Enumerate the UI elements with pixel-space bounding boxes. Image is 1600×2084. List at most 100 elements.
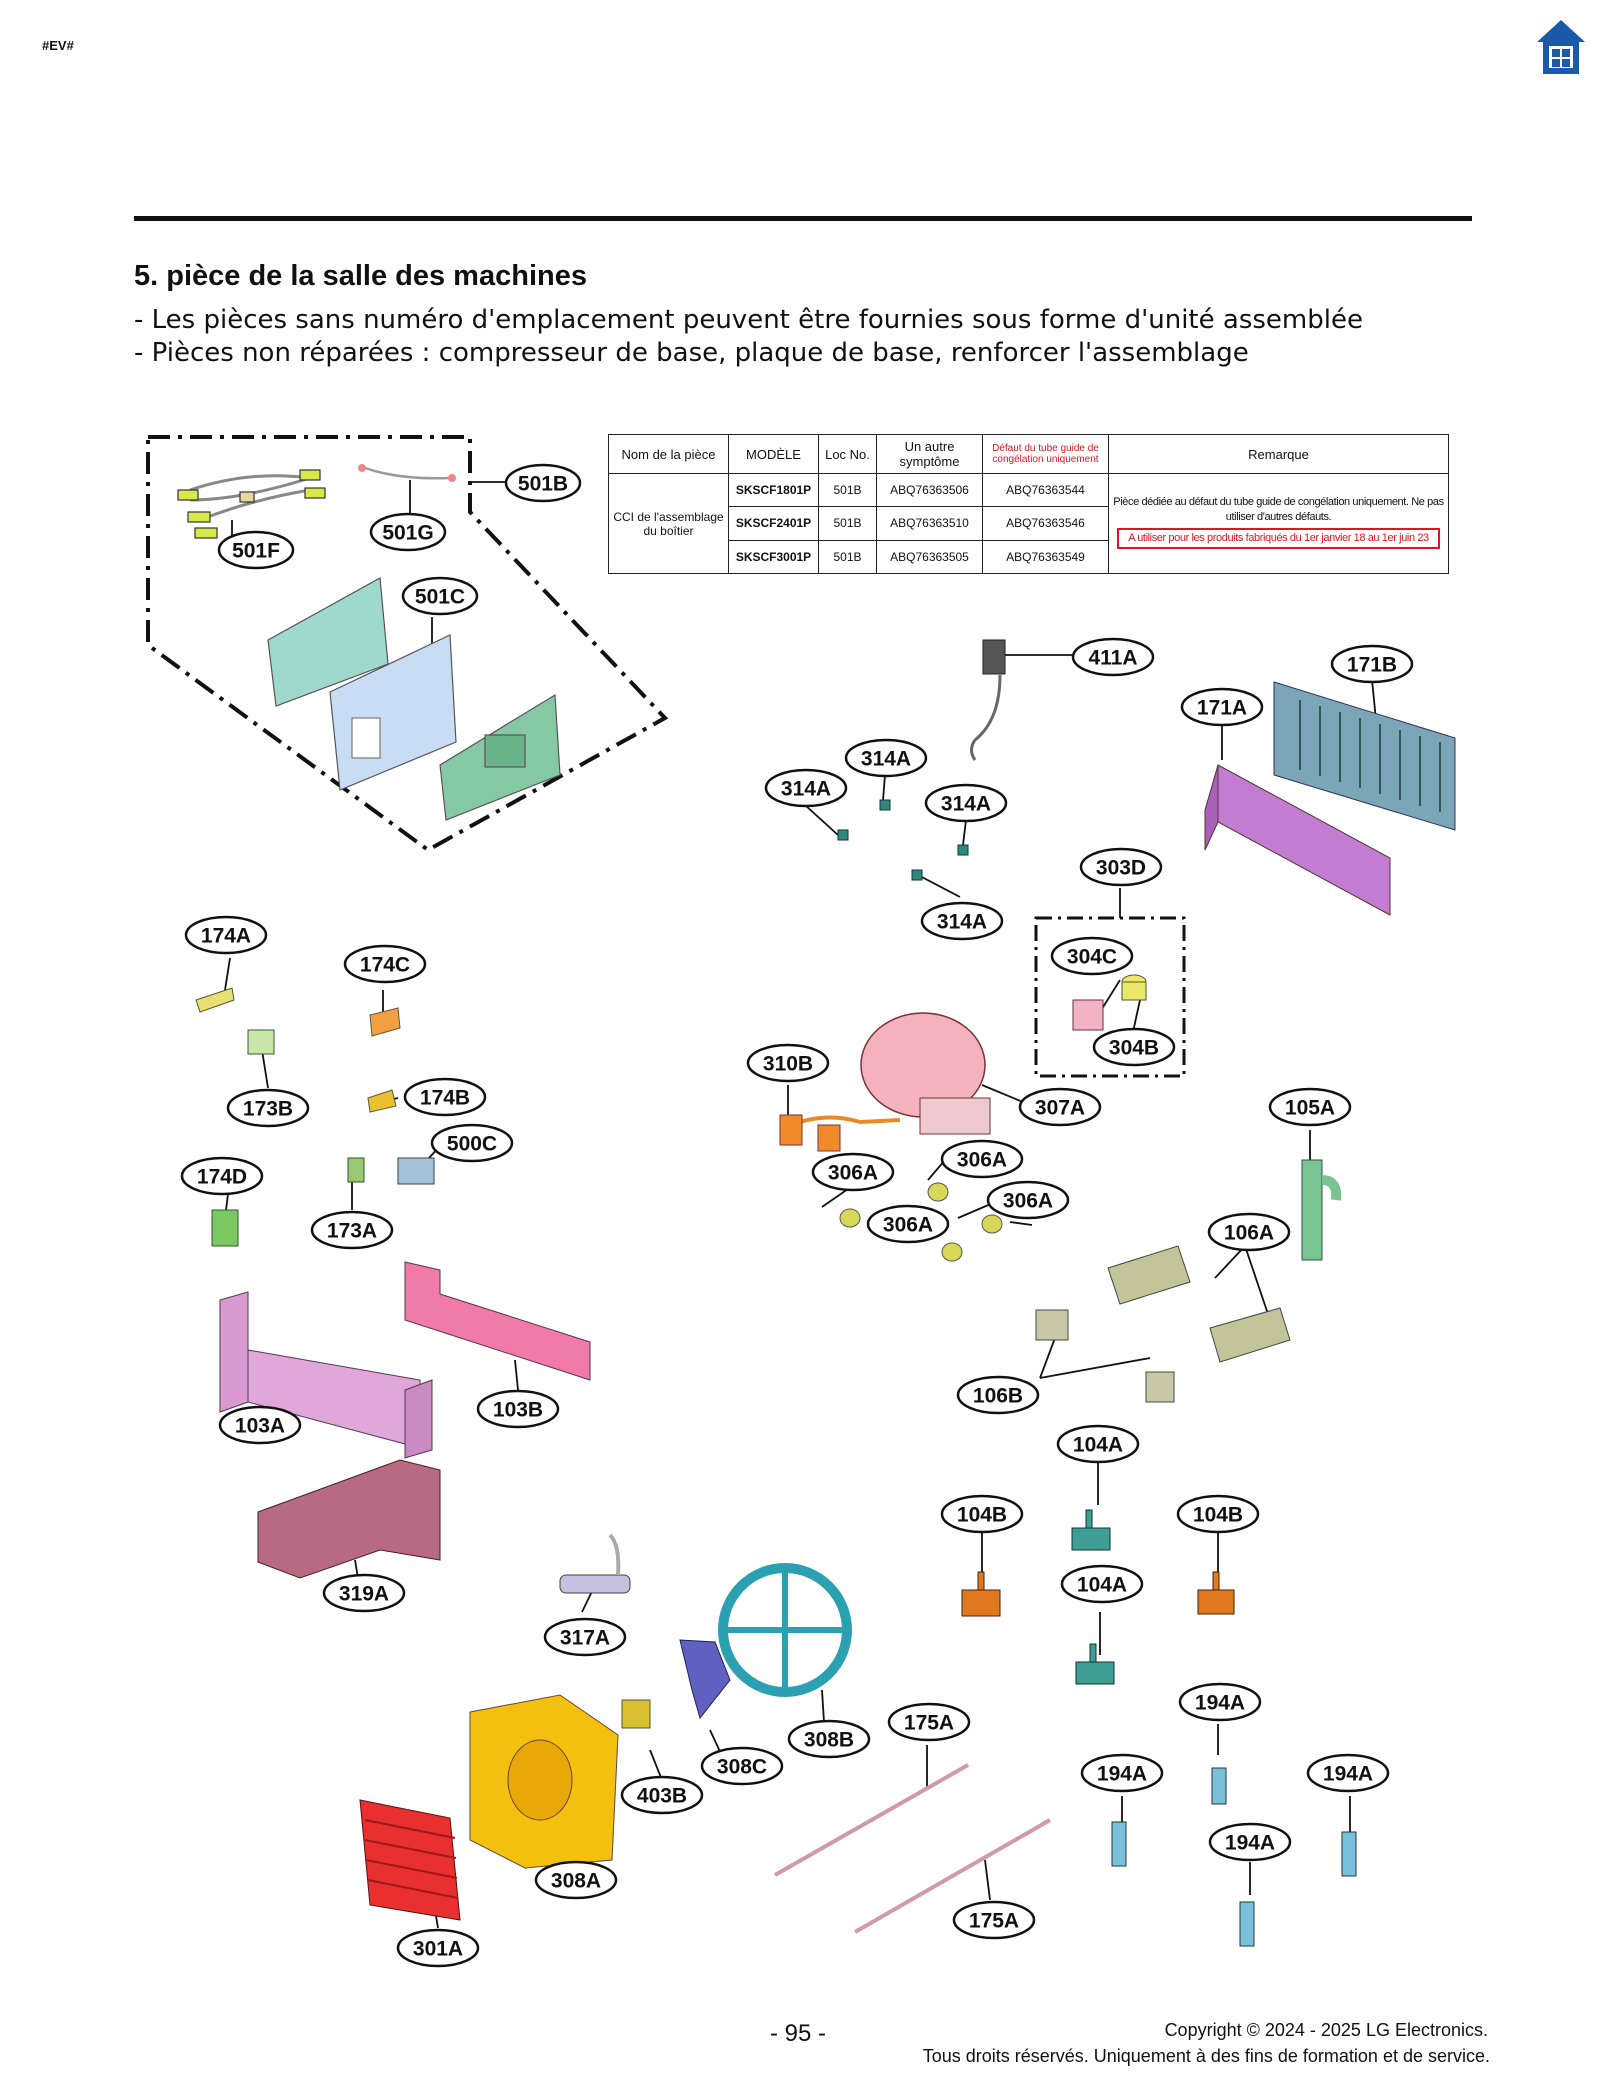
part-174C-bracket xyxy=(369,1007,401,1037)
label-105A: 105A xyxy=(1285,1097,1335,1120)
label-310B: 310B xyxy=(763,1053,813,1076)
cell-other: ABQ76363510 xyxy=(876,506,983,541)
label-175A-1: 175A xyxy=(904,1712,954,1735)
cell-part-name: CCI de l'assemblage du boîtier xyxy=(608,473,729,574)
label-104A-2: 104A xyxy=(1077,1574,1127,1597)
label-501B: 501B xyxy=(518,473,568,496)
header-rule xyxy=(134,216,1472,221)
cell-other: ABQ76363506 xyxy=(876,472,983,508)
label-103A: 103A xyxy=(235,1415,285,1438)
label-411A: 411A xyxy=(1088,647,1137,670)
part-301A-condenser xyxy=(359,1799,461,1921)
remark-warning: A utiliser pour les produits fabriqués d… xyxy=(1117,528,1440,549)
label-106A: 106A xyxy=(1224,1222,1274,1245)
document-tag: #EV# xyxy=(42,38,74,53)
part-500C-part xyxy=(397,1157,435,1185)
part-171A-cover xyxy=(1204,764,1391,916)
part-174B-bracket xyxy=(367,1089,397,1113)
part-501F-harness xyxy=(177,469,326,539)
label-308C: 308C xyxy=(717,1756,767,1779)
part-174A-bracket xyxy=(195,987,235,1013)
cell-other: ABQ76363505 xyxy=(876,539,983,575)
part-304C-relay xyxy=(1072,999,1104,1031)
col-other-symptom: Un autre symptôme xyxy=(876,434,983,474)
page-number: - 95 - xyxy=(770,2020,827,2047)
cell-defect: ABQ76363544 xyxy=(982,472,1109,508)
table-row: SKSCF3001P 501B ABQ76363505 ABQ76363549 xyxy=(609,539,1449,575)
copyright: Copyright © 2024 - 2025 LG Electronics. xyxy=(1164,2020,1488,2040)
part-173A-bracket xyxy=(347,1157,365,1183)
label-194A-1: 194A xyxy=(1195,1692,1245,1715)
label-403B: 403B xyxy=(637,1785,687,1808)
part-104A-mounts xyxy=(1071,1509,1115,1685)
part-308B-shroud xyxy=(718,1563,852,1697)
label-308B: 308B xyxy=(804,1729,854,1752)
table-row: SKSCF2401P 501B ABQ76363510 ABQ76363546 xyxy=(609,506,1449,541)
label-314A-1: 314A xyxy=(781,778,831,801)
label-171A: 171A xyxy=(1197,697,1247,720)
part-105A-drain xyxy=(1301,1159,1342,1261)
part-306A-grommets xyxy=(839,1182,1003,1262)
col-model: MODÈLE xyxy=(728,434,819,474)
part-106B-holders xyxy=(1035,1309,1175,1403)
cell-model: SKSCF3001P xyxy=(728,539,819,575)
label-501C: 501C xyxy=(415,586,465,609)
label-501G: 501G xyxy=(382,522,433,545)
part-103B-panel xyxy=(404,1261,591,1381)
cell-defect: ABQ76363549 xyxy=(982,539,1109,575)
label-304B: 304B xyxy=(1109,1037,1159,1060)
part-411A-power-cord xyxy=(970,639,1006,761)
part-307A-compressor xyxy=(779,1012,991,1152)
label-194A-3: 194A xyxy=(1323,1763,1373,1786)
pcb-group-outline xyxy=(146,435,669,853)
label-103B: 103B xyxy=(493,1399,543,1422)
col-tube-defect: Défaut du tube guide de congélation uniq… xyxy=(982,434,1109,474)
label-501F: 501F xyxy=(232,540,280,563)
label-174B: 174B xyxy=(420,1087,470,1110)
part-104B-mounts xyxy=(961,1571,1235,1617)
home-icon[interactable] xyxy=(1535,18,1587,78)
label-175A-2: 175A xyxy=(969,1910,1019,1933)
part-173B-bracket xyxy=(247,1029,275,1055)
label-500C: 500C xyxy=(447,1133,497,1156)
label-171B: 171B xyxy=(1347,654,1397,677)
label-303D: 303D xyxy=(1096,857,1146,880)
label-174D: 174D xyxy=(197,1166,247,1189)
section-title: 5. pièce de la salle des machines xyxy=(134,260,587,292)
leader-lines xyxy=(224,480,1381,1929)
label-314A-4: 314A xyxy=(937,911,987,934)
part-171B-grille xyxy=(1273,681,1456,831)
part-103A-frame xyxy=(219,1291,433,1459)
label-174A: 174A xyxy=(201,925,251,948)
cell-model: SKSCF2401P xyxy=(728,506,819,541)
part-304B-protector xyxy=(1121,974,1147,1001)
cell-defect: ABQ76363546 xyxy=(982,506,1109,541)
relay-group-outline xyxy=(1034,916,1186,1078)
part-174D-bracket xyxy=(211,1209,239,1247)
label-173A: 173A xyxy=(327,1220,377,1243)
label-314A-2: 314A xyxy=(861,748,911,771)
table-header-row: Nom de la pièce MODÈLE Loc No. Un autre … xyxy=(608,434,1449,474)
label-104B-2: 104B xyxy=(1193,1504,1243,1527)
label-173B: 173B xyxy=(243,1098,293,1121)
label-174C: 174C xyxy=(360,954,410,977)
cell-loc: 501B xyxy=(818,472,877,508)
part-403B-motor xyxy=(621,1699,651,1729)
label-304C: 304C xyxy=(1067,946,1117,969)
note-assembled-unit: - Les pièces sans numéro d'emplacement p… xyxy=(134,305,1363,335)
col-part-name: Nom de la pièce xyxy=(608,434,729,474)
part-308C-fan xyxy=(679,1639,731,1720)
label-306A-2: 306A xyxy=(957,1149,1007,1172)
part-501C-pcb xyxy=(267,577,561,821)
label-317A: 317A xyxy=(560,1627,610,1650)
part-501G-wire xyxy=(358,464,456,482)
part-314A-clips xyxy=(837,799,969,881)
rights-notice: Tous droits réservés. Uniquement à des f… xyxy=(922,2046,1490,2066)
part-319A-base xyxy=(257,1459,441,1579)
label-194A-4: 194A xyxy=(1225,1832,1275,1855)
label-306A-4: 306A xyxy=(883,1214,933,1237)
note-non-repaired: - Pièces non réparées : compresseur de b… xyxy=(134,338,1249,368)
label-104A-1: 104A xyxy=(1073,1434,1123,1457)
label-106B: 106B xyxy=(973,1385,1023,1408)
label-314A-3: 314A xyxy=(941,793,991,816)
